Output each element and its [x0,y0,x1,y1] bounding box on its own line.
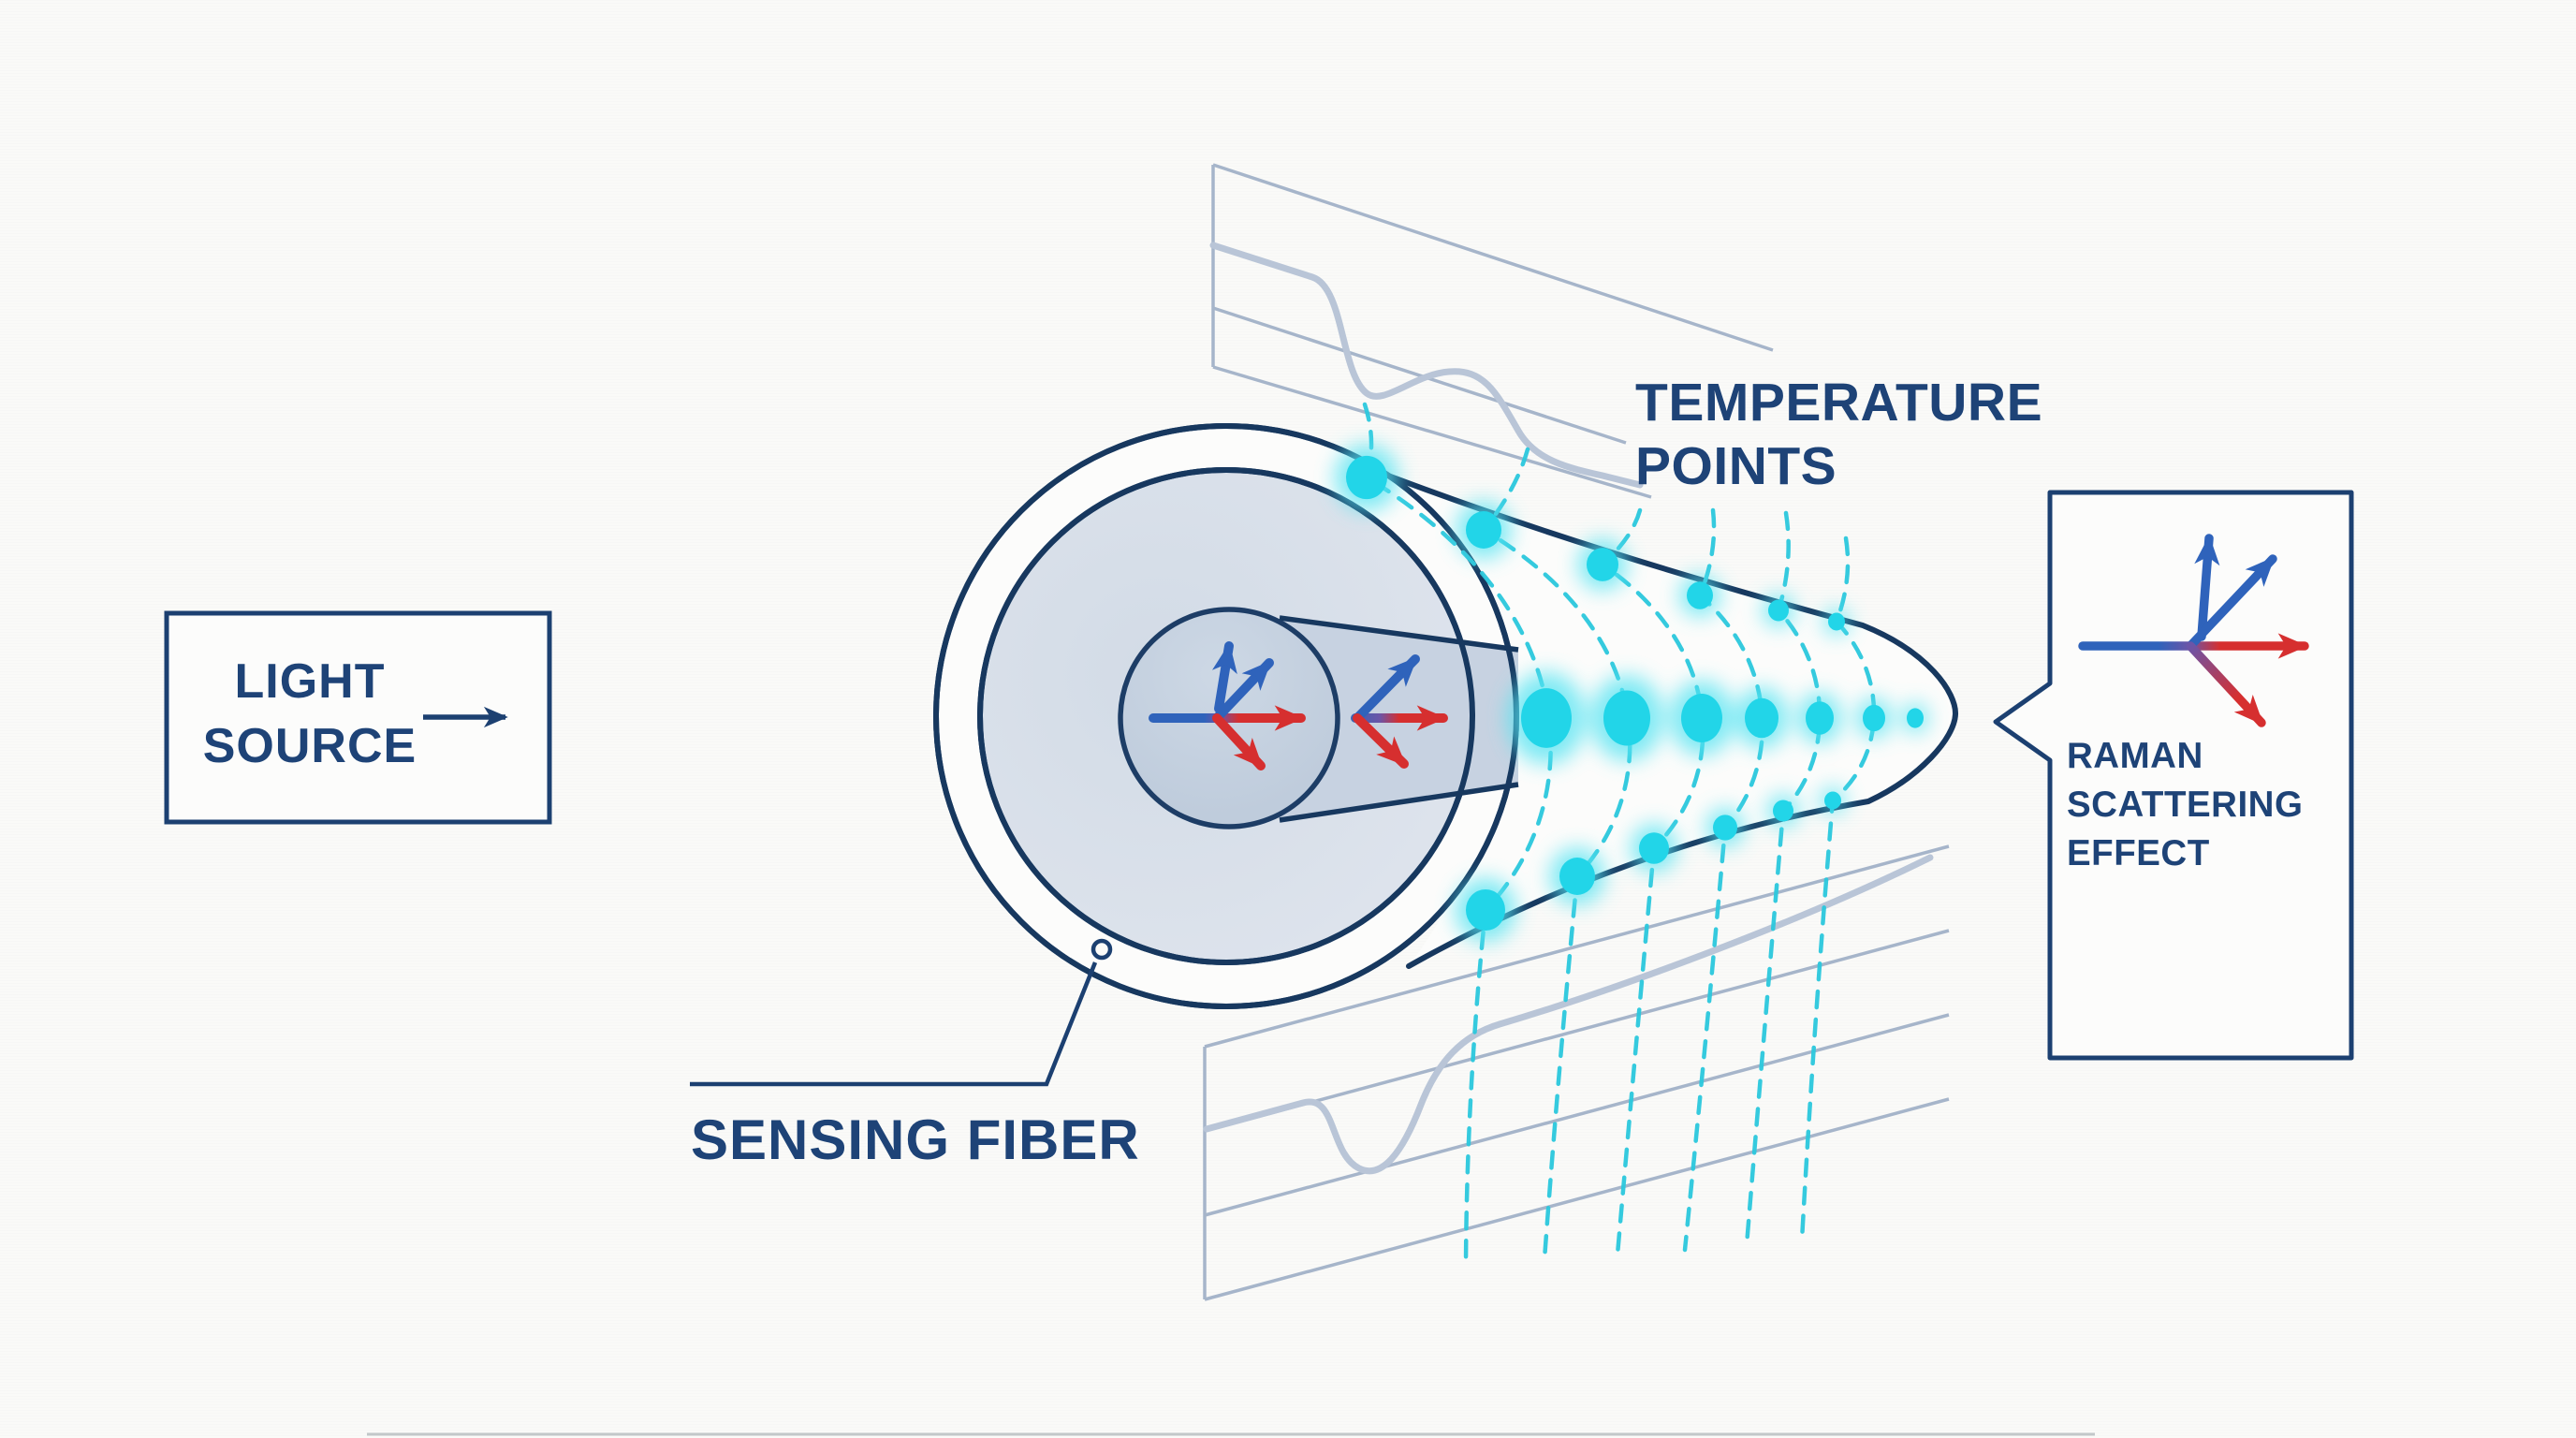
temperature-dot [1466,511,1501,549]
temperature-graph-sheet-top [1209,163,1774,499]
temperature-dot [1824,791,1841,810]
temperature-dot [1713,814,1737,841]
sensing-fiber-leader [690,938,1113,1087]
temperature-points-label-line2: POINTS [1635,436,1837,496]
fiber-core-cone-edges [1279,615,1519,823]
temperature-dot [1466,888,1505,932]
light-source-box [164,610,552,825]
sheet-top-line [1212,163,1774,352]
temperature-dot [1806,701,1834,735]
light-source-label-line1: LIGHT [234,654,386,709]
temperature-dot [1587,548,1618,581]
temperature-dot [1828,612,1845,631]
light-source-label: LIGHT SOURCE [176,650,444,779]
core-scatter-arrows-1 [1149,641,1306,770]
temperature-dot [1863,704,1885,732]
temperature-dots [1346,455,1924,932]
temperature-dot [1346,455,1387,500]
raman-scatter-arrows-icon [2078,534,2309,727]
temperature-dot [1907,708,1924,728]
light-source-label-line2: SOURCE [202,719,417,773]
temperature-points-label-line1: TEMPERATURE [1635,373,2043,433]
sheet-line-2 [1204,929,1950,1133]
sheet-line-4 [1204,1097,1950,1301]
raman-scattering-label: RAMAN SCATTERING EFFECT [2067,732,2303,878]
temperature-dot [1687,581,1713,609]
raman-label-line3: EFFECT [2067,833,2210,873]
callout-pointer-outline [1993,490,2354,1061]
leader-circle-marker-icon [1090,938,1113,961]
temperature-dot [1768,599,1789,622]
temperature-dot [1559,858,1595,895]
temperature-dot [1745,697,1778,739]
temperature-dot [1773,800,1793,822]
temperature-dot [1681,694,1722,742]
raman-callout-box [1993,490,2354,1061]
temperature-dot [1603,690,1650,746]
temperature-points-label: TEMPERATURE POINTS [1635,371,2042,498]
temperature-trace-bottom [1203,854,1934,1175]
raman-label-line2: SCATTERING [2067,785,2304,825]
temperature-dot [1639,832,1669,864]
sheet-line-3 [1204,1013,1950,1217]
sensing-fiber-label: SENSING FIBER [691,1108,1140,1171]
raman-label-line1: RAMAN [2067,736,2203,776]
temperature-dot [1521,688,1572,748]
inner-circle-stroke-overlay [977,467,1475,965]
core-scatter-arrows-2 [1351,654,1448,769]
sheet-bottom-line [1212,365,1652,499]
temperature-trace-top [1209,242,1644,489]
sheet-mid-line [1212,306,1627,445]
temperature-graph-sheet-bottom [1203,844,1950,1301]
